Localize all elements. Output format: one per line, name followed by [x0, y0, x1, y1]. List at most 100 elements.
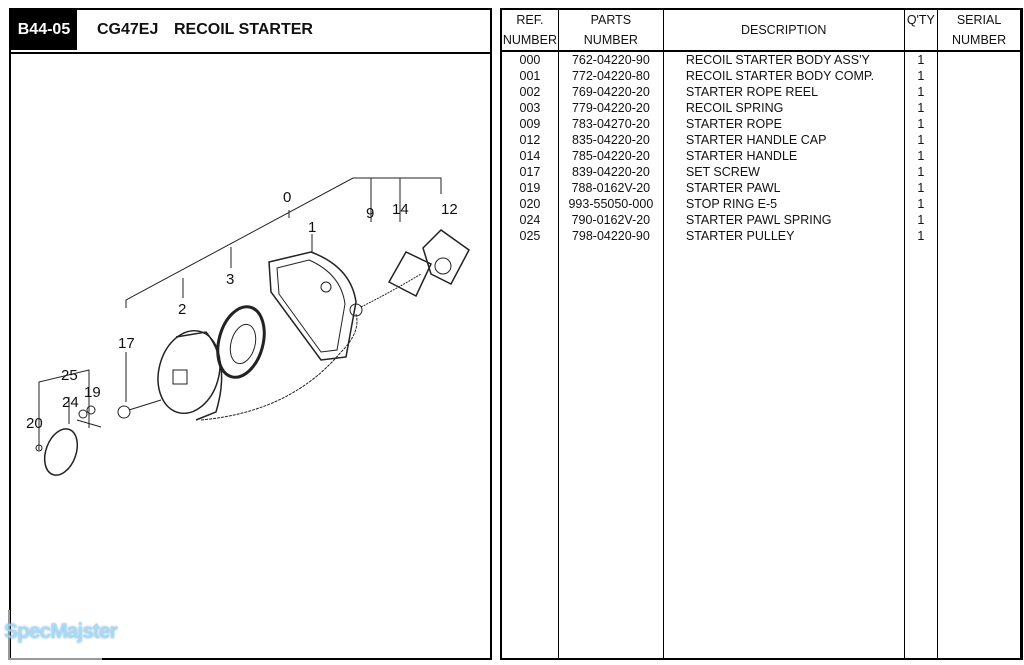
callout-1: 1 [308, 219, 316, 236]
cell-desc: RECOIL STARTER BODY COMP. [663, 68, 905, 84]
cell-qty: 1 [904, 116, 939, 132]
cell-part: 798-04220-90 [558, 228, 664, 244]
callout-2: 2 [178, 301, 186, 318]
cell-ref: 000 [502, 51, 559, 68]
diagram-header: B44-05 CG47EJ RECOIL STARTER [11, 10, 490, 54]
cell-empty [1021, 212, 1022, 228]
cell-empty [1021, 164, 1022, 180]
callout-0: 0 [283, 189, 291, 206]
watermark-logo: SpecMajster [4, 620, 118, 643]
cell-empty [937, 244, 1021, 658]
cell-desc: STARTER HANDLE CAP [663, 132, 905, 148]
cell-part: 788-0162V-20 [558, 180, 664, 196]
cell-empty [1021, 116, 1022, 132]
callout-12: 12 [441, 201, 458, 218]
cell-empty [937, 116, 1021, 132]
cell-empty [937, 84, 1021, 100]
cell-empty [937, 100, 1021, 116]
cell-empty [663, 244, 905, 658]
cell-qty: 1 [904, 228, 939, 244]
cell-empty [558, 244, 664, 658]
cell-part: 839-04220-20 [558, 164, 664, 180]
diagram-panel: B44-05 CG47EJ RECOIL STARTER [9, 8, 492, 660]
cell-desc: STARTER PAWL [663, 180, 905, 196]
cell-qty: 1 [904, 180, 939, 196]
cell-ref: 017 [502, 164, 559, 180]
callout-9: 9 [366, 205, 374, 222]
cell-empty [1021, 244, 1022, 658]
cell-desc: STARTER PULLEY [663, 228, 905, 244]
cell-qty: 1 [904, 100, 939, 116]
header-ref: REF. [516, 13, 544, 27]
cell-empty [1021, 68, 1022, 84]
cell-qty: 1 [904, 68, 939, 84]
cell-desc: STARTER ROPE REEL [663, 84, 905, 100]
col-parts: PARTS NUMBER [558, 10, 664, 52]
callout-19: 19 [84, 384, 101, 401]
cell-part: 835-04220-20 [558, 132, 664, 148]
cell-ref: 019 [502, 180, 559, 196]
header-parts: PARTS [590, 13, 632, 27]
cell-empty [1021, 228, 1022, 244]
callout-14: 14 [392, 201, 409, 218]
cell-ref: 001 [502, 68, 559, 84]
cell-qty: 1 [904, 196, 939, 212]
header-serial2: NUMBER [952, 33, 1007, 47]
cell-part: 993-55050-000 [558, 196, 664, 212]
cell-part: 762-04220-90 [558, 51, 664, 68]
section-code: B44-05 [11, 10, 77, 50]
watermark-frame [8, 610, 102, 660]
col-serial: SERIAL NUMBER [937, 10, 1021, 52]
cell-part: 779-04220-20 [558, 100, 664, 116]
col-spacer [1020, 10, 1021, 52]
cell-part: 790-0162V-20 [558, 212, 664, 228]
cell-empty [1021, 180, 1022, 196]
cell-empty [937, 164, 1021, 180]
callout-25: 25 [61, 367, 78, 384]
cell-part: 772-04220-80 [558, 68, 664, 84]
cell-ref: 014 [502, 148, 559, 164]
cell-empty [937, 180, 1021, 196]
cell-part: 769-04220-20 [558, 84, 664, 100]
model-name: CG47EJ [97, 21, 159, 38]
cell-empty [904, 244, 939, 658]
cell-desc: RECOIL STARTER BODY ASS'Y [663, 51, 905, 68]
cell-empty [937, 228, 1021, 244]
cell-empty [1021, 84, 1022, 100]
cell-empty [1021, 132, 1022, 148]
cell-part: 783-04270-20 [558, 116, 664, 132]
cell-empty [937, 196, 1021, 212]
cell-empty [937, 212, 1021, 228]
cell-ref: 002 [502, 84, 559, 100]
header-serial: SERIAL [956, 13, 1002, 27]
header-parts2: NUMBER [583, 33, 638, 47]
callout-3: 3 [226, 271, 234, 288]
cell-desc: STARTER PAWL SPRING [663, 212, 905, 228]
cell-qty: 1 [904, 132, 939, 148]
page-title: RECOIL STARTER [174, 21, 313, 38]
cell-desc: RECOIL SPRING [663, 100, 905, 116]
cell-part: 785-04220-20 [558, 148, 664, 164]
cell-qty: 1 [904, 84, 939, 100]
cell-desc: STARTER ROPE [663, 116, 905, 132]
cell-ref: 003 [502, 100, 559, 116]
callout-20: 20 [26, 415, 43, 432]
cell-empty [1021, 196, 1022, 212]
cell-desc: STARTER HANDLE [663, 148, 905, 164]
exploded-diagram: 0 1 2 3 9 12 14 17 19 20 24 25 [26, 177, 470, 476]
cell-ref: 024 [502, 212, 559, 228]
cell-qty: 1 [904, 164, 939, 180]
